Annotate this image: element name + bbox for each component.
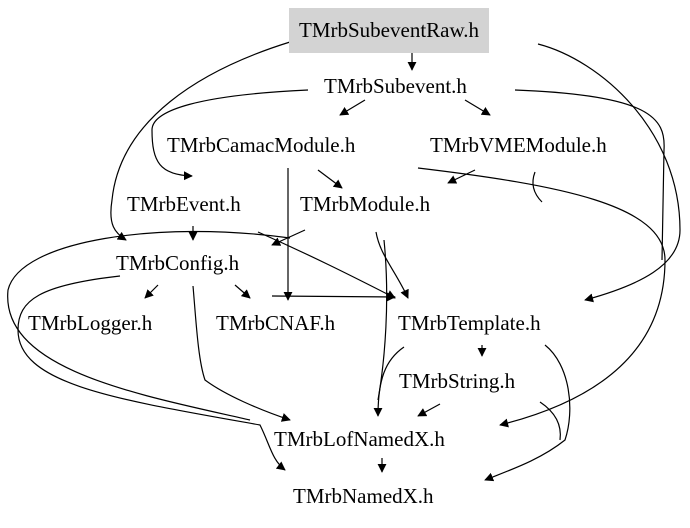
edge-subevent-template — [514, 89, 665, 261]
node-tmrblogger[interactable]: TMrbLogger.h — [28, 311, 153, 335]
edge-template-named — [484, 344, 571, 482]
edge-template-lofnamed — [373, 346, 405, 417]
edge-module-template — [375, 231, 409, 299]
edge-camac-module — [317, 169, 343, 189]
node-tmrbcamacmodule[interactable]: TMrbCamacModule.h — [167, 133, 356, 157]
node-tmrbconfig[interactable]: TMrbConfig.h — [116, 251, 240, 275]
edge-config-named — [17, 275, 286, 471]
node-tmrbcnaf[interactable]: TMrbCNAF.h — [216, 311, 336, 335]
node-tmrblofnamedx[interactable]: TMrbLofNamedX.h — [274, 427, 445, 451]
edge-vme-down — [532, 171, 543, 203]
edge-camac-lofnamed — [417, 167, 666, 428]
edge-string-lofnamed — [417, 403, 441, 417]
node-tmrbnamedx[interactable]: TMrbNamedX.h — [293, 484, 434, 508]
edge-subevent-vme — [464, 99, 491, 116]
edge-module-named — [7, 230, 291, 421]
node-tmrbevent[interactable]: TMrbEvent.h — [127, 192, 241, 216]
edge-config-lofnamed — [192, 285, 291, 422]
edge-subevent-event — [151, 89, 309, 181]
edge-vme-module — [447, 169, 476, 184]
node-tmrbmodule[interactable]: TMrbModule.h — [300, 192, 431, 216]
edge-string-right — [539, 401, 561, 441]
node-tmrbsubevent[interactable]: TMrbSubevent.h — [324, 74, 467, 98]
node-tmrbsubeventraw[interactable]: TMrbSubeventRaw.h — [289, 8, 490, 53]
edge-config-template — [271, 292, 396, 302]
edge-config-cnaf — [234, 284, 251, 299]
node-tmrbvmemodule[interactable]: TMrbVMEModule.h — [430, 133, 607, 157]
edge-config-logger — [144, 284, 159, 299]
edge-raw-template — [537, 43, 681, 303]
edge-subevent-camac — [339, 99, 366, 116]
node-tmrbstring[interactable]: TMrbString.h — [399, 369, 516, 393]
edge-raw-config — [110, 41, 291, 241]
node-tmrbtemplate[interactable]: TMrbTemplate.h — [398, 311, 541, 335]
